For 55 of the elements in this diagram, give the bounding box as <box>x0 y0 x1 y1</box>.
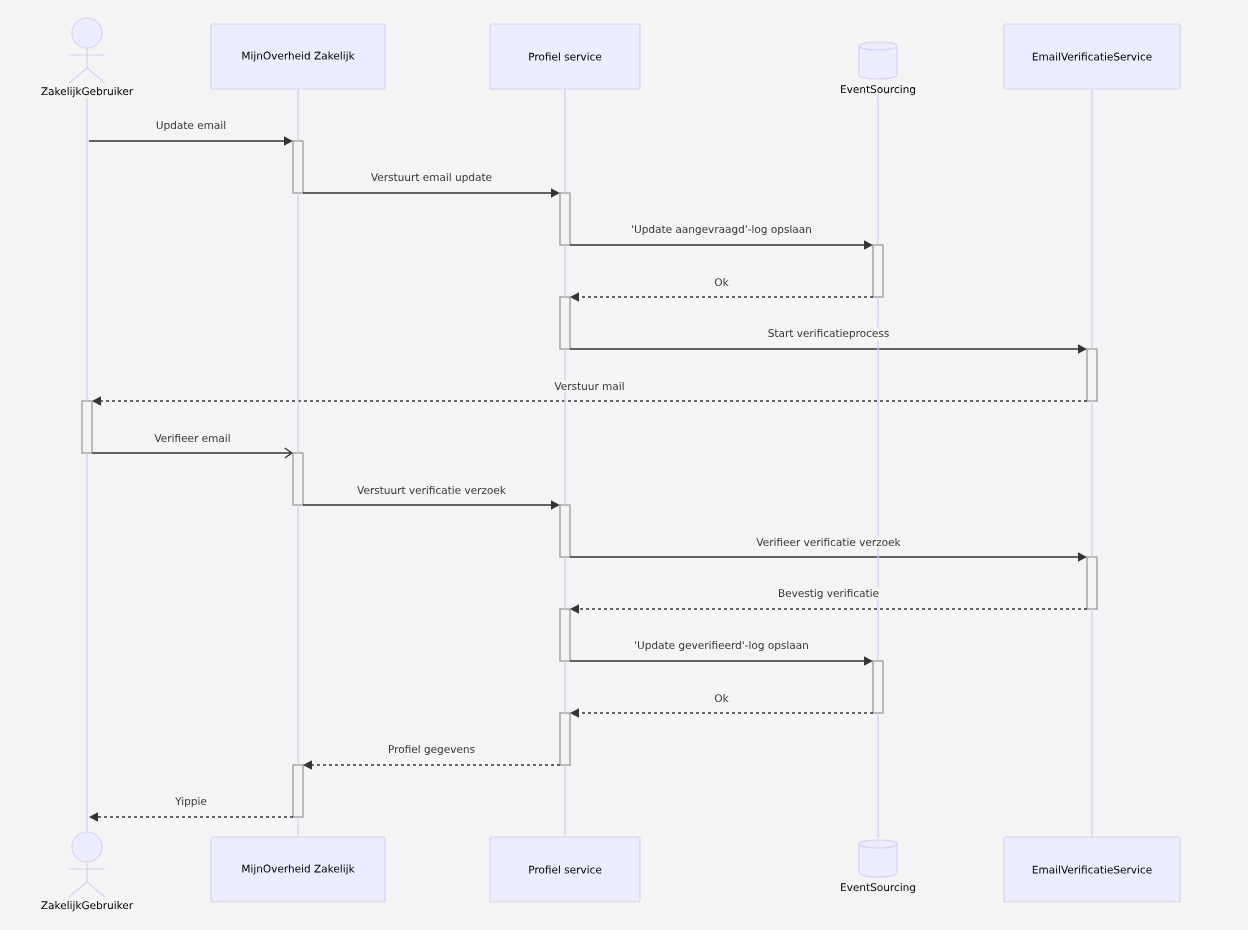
activation-bar <box>292 452 304 506</box>
activation-bar <box>559 192 571 246</box>
edge-label: Verifieer email <box>154 433 230 443</box>
edge-label: 'Update geverifieerd'-log opslaan <box>635 640 808 652</box>
message-arrow <box>92 396 1088 406</box>
activation-bar <box>81 400 93 454</box>
edge-label: Verstuurt verificatie verzoek <box>357 485 506 495</box>
edge-label: Verstuurt email update <box>371 172 492 184</box>
edge-label: Ok <box>714 277 729 287</box>
participant-box: MijnOverheid Zakelijk <box>210 836 386 903</box>
participant-box: Profiel service <box>489 23 641 90</box>
activation-bar <box>559 504 571 558</box>
database-cylinder: EventSourcing <box>841 839 916 894</box>
participant-box: MijnOverheid Zakelijk <box>210 23 386 90</box>
activation-bar <box>872 244 884 298</box>
edge-label: 'Update aangevraagd'-log opslaan <box>632 224 811 236</box>
message-arrow <box>302 188 560 198</box>
message-arrow <box>89 812 294 822</box>
node-label: ZakelijkGebruiker <box>41 901 134 912</box>
message-arrow <box>569 240 873 250</box>
message-arrow <box>569 344 1087 354</box>
message-arrow <box>303 760 561 770</box>
node-label: ZakelijkGebruiker <box>41 87 134 98</box>
activation-bar <box>559 712 571 766</box>
participant-box: EmailVerificatieService <box>1003 23 1181 90</box>
activation-bar <box>872 660 884 714</box>
edge-label: Yippie <box>175 796 207 808</box>
message-arrow <box>570 708 874 718</box>
edge-label: Verifieer verificatie verzoek <box>756 537 901 547</box>
message-arrow <box>569 656 873 666</box>
message-arrow <box>570 292 874 302</box>
message-arrow <box>569 552 1087 562</box>
message-arrow <box>570 604 1088 614</box>
activation-bar <box>292 764 304 818</box>
activation-bar <box>1086 348 1098 402</box>
activation-bar <box>559 296 571 350</box>
participant-box: Profiel service <box>489 836 641 903</box>
edge-label: Profiel gegevens <box>389 744 475 756</box>
actor: ZakelijkGebruiker <box>41 831 134 912</box>
edge-label: Update email <box>156 120 226 132</box>
activation-bar <box>559 608 571 662</box>
edge-label: Bevestig verificatie <box>779 588 879 600</box>
actor: ZakelijkGebruiker <box>41 17 134 98</box>
activation-bar <box>292 140 304 194</box>
participant-box: EmailVerificatieService <box>1003 836 1181 903</box>
message-arrow <box>91 447 293 459</box>
edge-label: Ok <box>714 693 729 703</box>
activation-bar <box>1086 556 1098 610</box>
database-cylinder: EventSourcing <box>841 41 916 96</box>
node-label: EventSourcing <box>841 883 916 894</box>
message-arrow <box>88 136 293 146</box>
edge-label: Verstuur mail <box>554 381 624 391</box>
message-arrow <box>302 500 560 510</box>
node-label: EventSourcing <box>841 85 916 96</box>
edge-label: Start verificatieprocess <box>768 328 889 340</box>
